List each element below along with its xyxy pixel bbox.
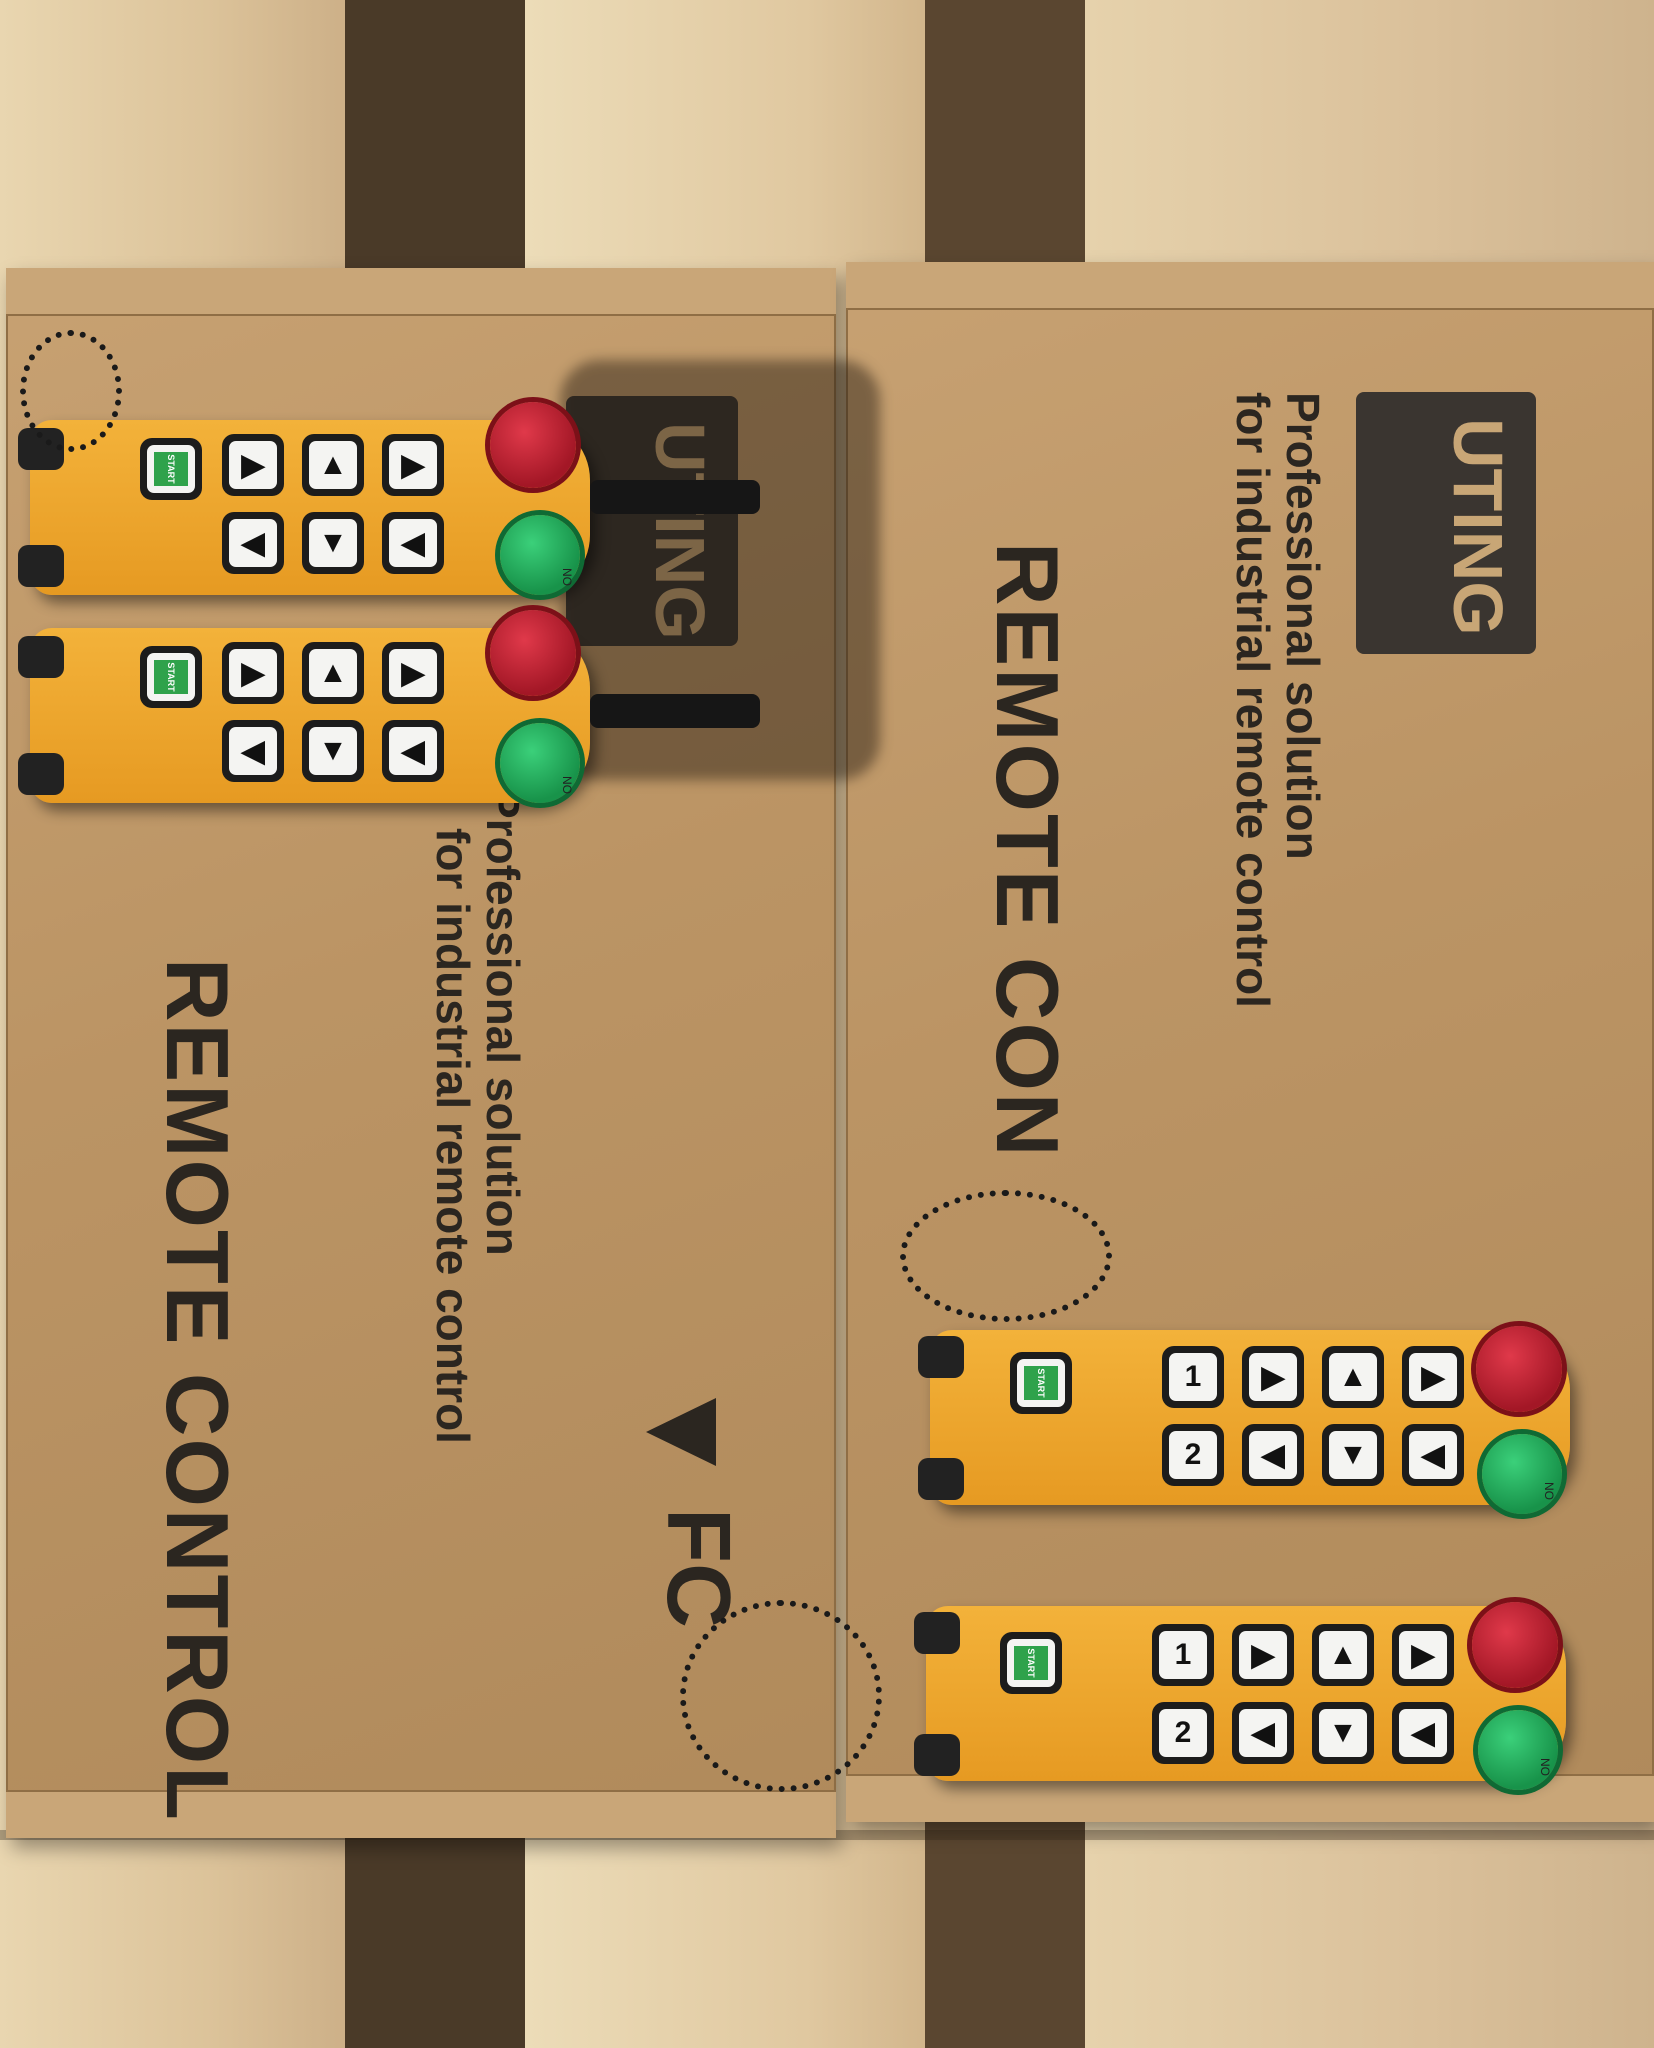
cardboard-box-right: UTING Professional solution for industri… <box>846 262 1654 1822</box>
key-switch[interactable] <box>500 723 580 803</box>
start-button[interactable]: START <box>140 438 202 500</box>
antenna <box>590 694 760 728</box>
direction-button[interactable]: ▶ <box>1392 1624 1454 1686</box>
direction-button[interactable]: ◀ <box>382 720 444 782</box>
direction-button[interactable]: ▲ <box>302 434 364 496</box>
direction-button[interactable]: ▶ <box>1402 1346 1464 1408</box>
box-headline: REMOTE CONTROL <box>148 958 247 1822</box>
lanyard-clip <box>918 1336 964 1378</box>
start-label: START <box>154 452 188 486</box>
direction-button[interactable]: ◀ <box>1242 1424 1304 1486</box>
lanyard-cord <box>680 1600 882 1792</box>
direction-button[interactable]: ◀ <box>222 512 284 574</box>
direction-button[interactable]: ▶ <box>1242 1346 1304 1408</box>
direction-button[interactable]: ◀ <box>1232 1702 1294 1764</box>
direction-button[interactable]: ▶ <box>1232 1624 1294 1686</box>
start-label: START <box>154 660 188 694</box>
direction-button[interactable]: ▶ <box>382 642 444 704</box>
box-flap <box>6 1790 836 1838</box>
remote-control-4[interactable]: START 1 ▶ ▲ ▶ 2 ◀ ▼ ◀ NO <box>914 1602 1566 1790</box>
box-flap <box>846 262 1654 310</box>
lanyard-cord <box>20 330 122 452</box>
key-switch[interactable] <box>500 515 580 595</box>
emergency-stop-button[interactable] <box>490 610 576 696</box>
direction-button[interactable]: ▲ <box>302 642 364 704</box>
key-2-label: 2 <box>1159 1709 1207 1757</box>
key-1-button[interactable]: 1 <box>1162 1346 1224 1408</box>
lanyard-clip <box>18 753 64 795</box>
direction-button[interactable]: ◀ <box>222 720 284 782</box>
emergency-stop-button[interactable] <box>490 402 576 488</box>
key-2-button[interactable]: 2 <box>1152 1702 1214 1764</box>
start-button[interactable]: START <box>1000 1632 1062 1694</box>
direction-button[interactable]: ▼ <box>302 512 364 574</box>
brand-logo: UTING <box>1356 392 1536 654</box>
lanyard-clip <box>18 545 64 587</box>
emergency-stop-button[interactable] <box>1476 1326 1562 1412</box>
brand-text: UTING <box>1439 418 1517 636</box>
emergency-stop-button[interactable] <box>1472 1602 1558 1688</box>
tagline-1: Professional solution <box>477 788 529 1256</box>
remote-control-1[interactable]: START ▶ ▲ ▶ ◀ ▼ ◀ NO <box>18 402 760 595</box>
key-1-label: 1 <box>1159 1631 1207 1679</box>
brand-text: UTING <box>641 422 719 640</box>
lanyard-clip <box>18 636 64 678</box>
lanyard-clip <box>918 1458 964 1500</box>
key-1-button[interactable]: 1 <box>1152 1624 1214 1686</box>
key-2-label: 2 <box>1169 1431 1217 1479</box>
lanyard-cord <box>900 1190 1112 1322</box>
direction-button[interactable]: ◀ <box>382 512 444 574</box>
switch-label: NO <box>1542 1482 1556 1500</box>
switch-label: NO <box>560 568 574 586</box>
key-switch[interactable] <box>1482 1434 1562 1514</box>
start-label: START <box>1014 1646 1048 1680</box>
start-button[interactable]: START <box>1010 1352 1072 1414</box>
direction-button[interactable]: ▼ <box>1312 1702 1374 1764</box>
lanyard-clip <box>914 1734 960 1776</box>
remote-control-2[interactable]: START ▶ ▲ ▶ ◀ ▼ ◀ NO <box>18 610 760 803</box>
tagline-2: for industrial remote control <box>427 828 479 1444</box>
key-switch[interactable] <box>1478 1710 1558 1790</box>
remote-control-3[interactable]: START 1 ▶ ▲ ▶ 2 ◀ ▼ ◀ NO <box>918 1326 1570 1514</box>
direction-button[interactable]: ◀ <box>1392 1702 1454 1764</box>
fcc-mark: FC <box>648 1508 748 1628</box>
box-headline: REMOTE CON <box>978 542 1077 1159</box>
direction-button[interactable]: ▲ <box>1322 1346 1384 1408</box>
switch-label: NO <box>1538 1758 1552 1776</box>
direction-button[interactable]: ▲ <box>1312 1624 1374 1686</box>
switch-label: NO <box>560 776 574 794</box>
tagline-2: for industrial remote control <box>1227 392 1279 1008</box>
antenna <box>590 480 760 514</box>
direction-button[interactable]: ▼ <box>1322 1424 1384 1486</box>
lanyard-clip <box>914 1612 960 1654</box>
direction-button[interactable]: ▼ <box>302 720 364 782</box>
box-flap <box>6 268 836 316</box>
tagline-1: Professional solution <box>1277 392 1329 860</box>
direction-button[interactable]: ▶ <box>222 434 284 496</box>
key-2-button[interactable]: 2 <box>1162 1424 1224 1486</box>
start-label: START <box>1024 1366 1058 1400</box>
key-1-label: 1 <box>1169 1353 1217 1401</box>
direction-button[interactable]: ◀ <box>1402 1424 1464 1486</box>
direction-button[interactable]: ▶ <box>222 642 284 704</box>
direction-button[interactable]: ▶ <box>382 434 444 496</box>
brand-logo: UTING <box>566 396 738 646</box>
triangle-logo-icon <box>646 1398 716 1466</box>
start-button[interactable]: START <box>140 646 202 708</box>
